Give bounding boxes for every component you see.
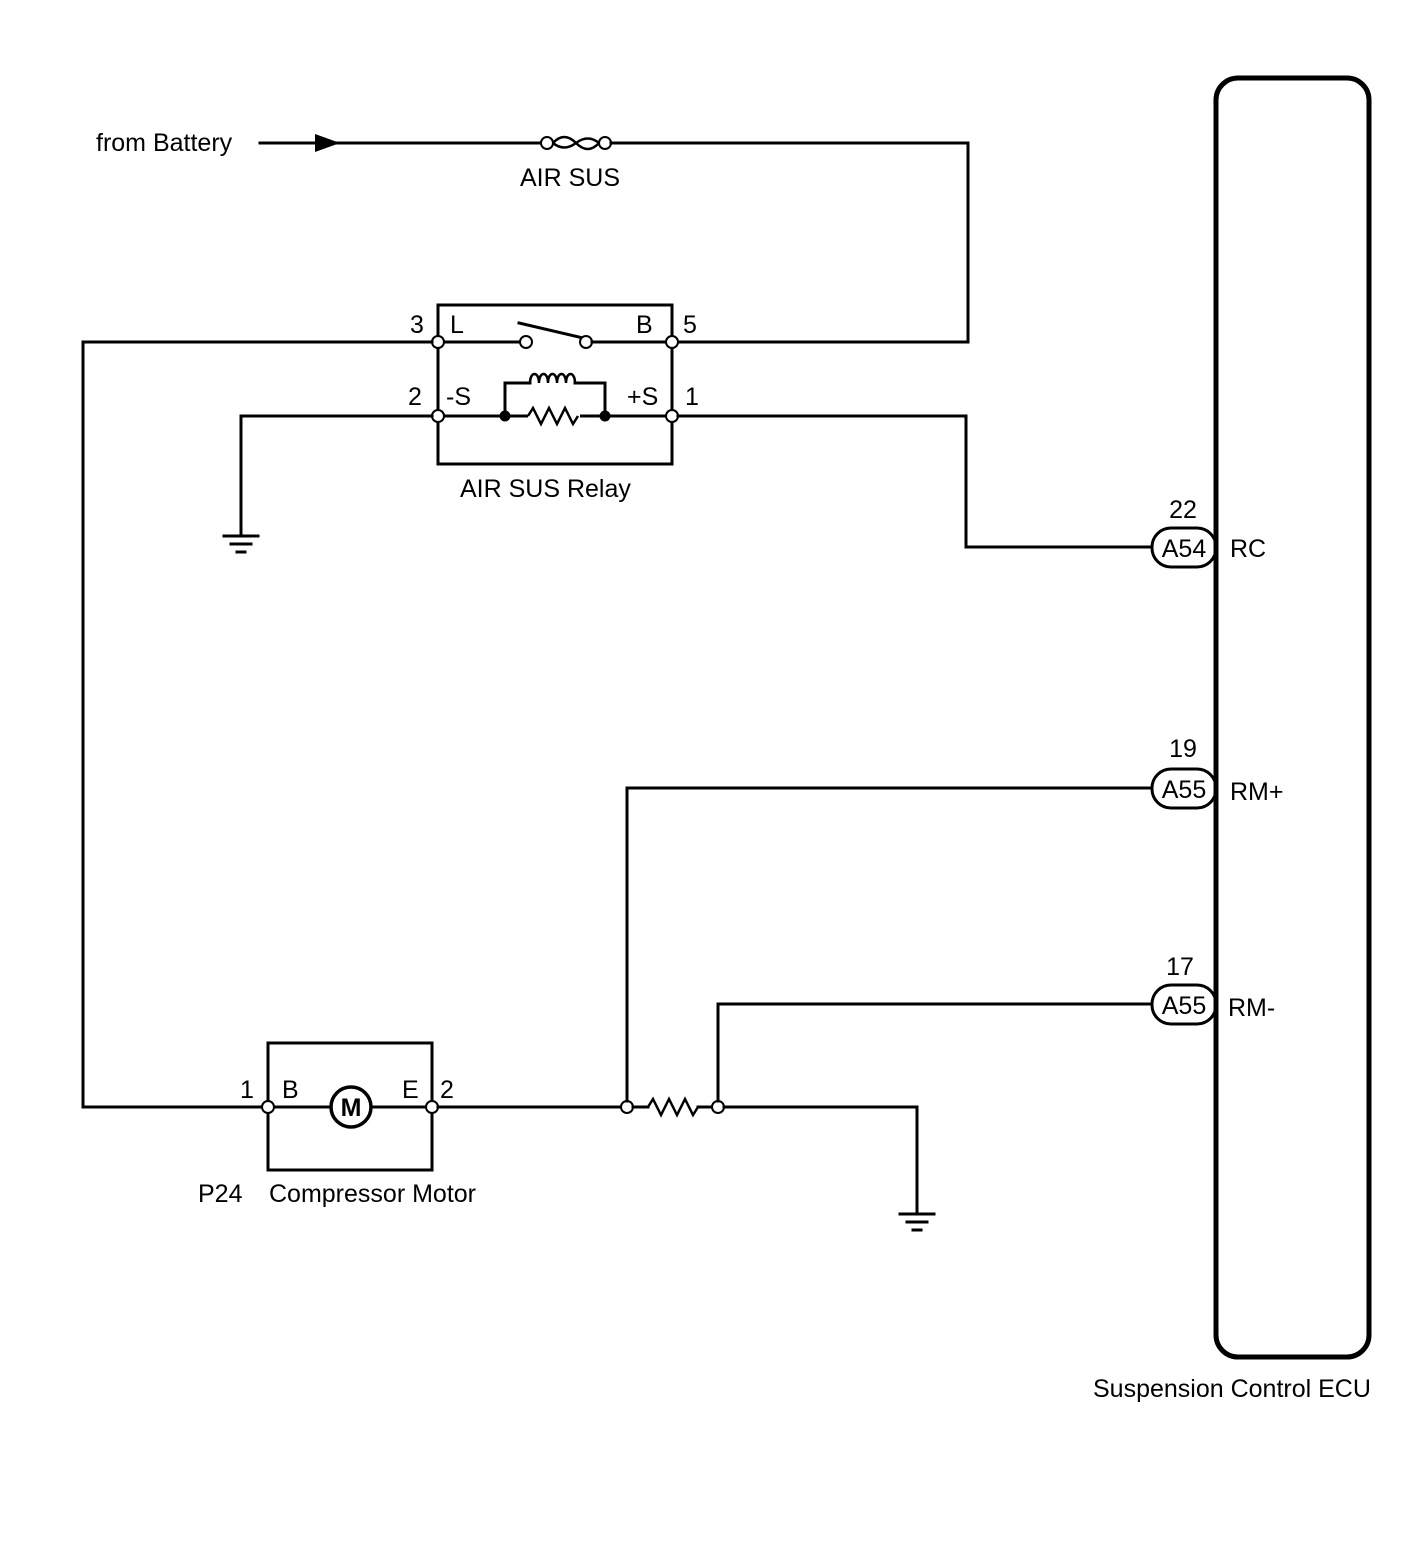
relay-pin-5 [665,335,679,349]
motor-ground-wire [722,1105,919,1214]
motor-name-label: Compressor Motor [269,1180,476,1208]
ecu-signal-rm-minus-label: RM- [1228,994,1275,1022]
relay-to-motor-wire [81,340,434,1109]
motor-pin-1 [261,1100,275,1114]
relay-pin-3-label: 3 [410,311,424,339]
ground-icon [222,534,260,554]
ecu-connector-a55-rm-minus [1150,983,1218,1026]
ecu-signal-rm-plus-label: RM+ [1230,778,1283,806]
battery-feed-wire [258,134,543,152]
ecu-connector-a55-rm-plus [1150,767,1218,810]
relay-terminal-l-label: L [450,311,464,339]
air-sus-relay [431,303,679,466]
motor-terminal-e-label: E [402,1076,419,1104]
switch-contact-left [519,335,533,349]
ground-icon [898,1212,936,1232]
ecu-signal-rc-label: RC [1230,535,1266,563]
ecu-pin-19-label: 19 [1169,735,1197,763]
ecu-connector-a55-label: A55 [1162,776,1206,804]
motor-pin-2 [425,1100,439,1114]
switch-contact-right [579,335,593,349]
ecu-connector-a54 [1150,526,1218,569]
relay-pin-3 [431,335,445,349]
relay-terminal-neg-s-label: -S [446,383,471,411]
ecu-pin-17-label: 17 [1166,953,1194,981]
relay-pin-1 [665,409,679,423]
ecu-name-label: Suspension Control ECU [1093,1375,1371,1403]
fuse-air-sus-icon [540,135,612,151]
ecu-connector-a55-label: A55 [1162,992,1206,1020]
relay-name-label: AIR SUS Relay [460,475,631,503]
from-battery-label: from Battery [96,129,233,157]
relay-pin-1-label: 1 [685,383,699,411]
relay-pin-5-label: 5 [683,311,697,339]
motor-symbol-label: M [341,1094,362,1122]
shunt-to-ecu-rm-minus-wire [716,1002,1154,1103]
shunt-resistor [620,1096,725,1118]
ecu-body [1213,75,1372,1360]
fuse-label: AIR SUS [520,164,620,192]
relay-resistor-icon [526,405,580,427]
fuse-to-relay-wire [609,141,970,344]
motor-terminal-b-label: B [282,1076,299,1104]
shunt-resistor-icon [646,1096,700,1118]
relay-coil-icon [528,372,577,384]
ecu-pin-22-label: 22 [1169,496,1197,524]
relay-pin-2 [431,409,445,423]
motor-pin-2-label: 2 [440,1076,454,1104]
shunt-node-left [620,1100,634,1114]
ecu-connector-a54-label: A54 [1162,535,1207,563]
shunt-node-right [711,1100,725,1114]
relay-terminal-pos-s-label: +S [627,383,658,411]
relay-pin-2-label: 2 [408,383,422,411]
relay-body [436,303,674,466]
motor-connector-label: P24 [198,1180,243,1208]
switch-blade [517,321,585,340]
relay-terminal-b-label: B [636,311,653,339]
relay-ground-wire [239,414,434,536]
shunt-to-ecu-rm-plus-wire [625,786,1154,1103]
motor-pin-1-label: 1 [240,1076,254,1104]
relay-to-ecu-rc-wire [676,414,1154,549]
